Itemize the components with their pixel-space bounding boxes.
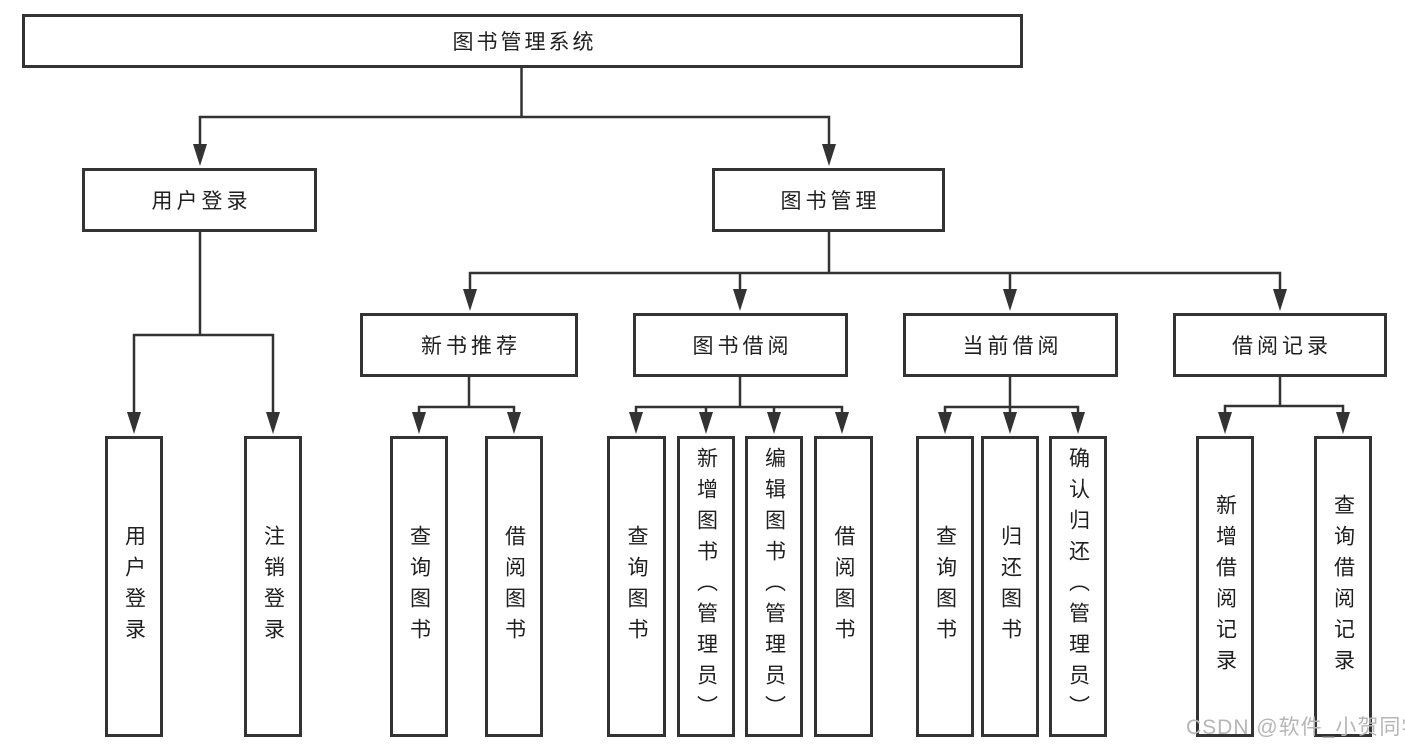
leaf-records-add-borrow-record: 新增借阅记录: [1196, 436, 1254, 737]
leaf-borrowing-borrow-books: 借阅图书: [814, 436, 873, 737]
node-library-system-label: 图书管理系统: [452, 31, 597, 54]
node-user-login: 用户登录: [82, 168, 317, 232]
node-new-book-recommendation-label: 新书推荐: [421, 335, 521, 358]
leaf-current-query-books: 查询图书: [916, 436, 974, 737]
leaf-recommend-query-books-label: 查询图书: [407, 524, 431, 649]
leaf-current-confirm-return-admin-label: 确认归还（管理员）: [1066, 447, 1090, 726]
node-book-management-label: 图书管理: [780, 190, 881, 213]
leaf-borrowing-query-books: 查询图书: [607, 436, 666, 737]
leaf-current-confirm-return-admin: 确认归还（管理员）: [1049, 436, 1107, 737]
leaf-user-login-label: 用户登录: [122, 524, 146, 649]
leaf-records-add-borrow-record-label: 新增借阅记录: [1213, 493, 1237, 680]
node-user-login-label: 用户登录: [151, 190, 252, 213]
node-library-system: 图书管理系统: [22, 14, 1023, 68]
leaf-user-login: 用户登录: [105, 436, 163, 737]
node-current-borrowing-label: 当前借阅: [962, 335, 1063, 358]
leaf-recommend-query-books: 查询图书: [390, 436, 448, 737]
leaf-borrowing-add-books-admin-label: 新增图书（管理员）: [694, 447, 718, 726]
leaf-borrowing-add-books-admin: 新增图书（管理员）: [677, 436, 735, 737]
node-book-management: 图书管理: [712, 168, 945, 232]
leaf-current-return-books-label: 归还图书: [998, 524, 1022, 649]
leaf-records-query-borrow-record-label: 查询借阅记录: [1331, 493, 1355, 680]
leaf-recommend-borrow-books: 借阅图书: [485, 436, 543, 737]
leaf-borrowing-edit-books-admin-label: 编辑图书（管理员）: [762, 447, 786, 726]
leaf-logout: 注销登录: [244, 436, 302, 737]
leaf-recommend-borrow-books-label: 借阅图书: [502, 524, 526, 649]
leaf-logout-label: 注销登录: [261, 524, 285, 649]
leaf-current-return-books: 归还图书: [981, 436, 1039, 737]
node-book-borrowing-label: 图书借阅: [692, 335, 793, 358]
leaf-borrowing-query-books-label: 查询图书: [625, 524, 648, 649]
node-new-book-recommendation: 新书推荐: [360, 313, 578, 377]
node-borrowing-records: 借阅记录: [1173, 313, 1387, 377]
leaf-current-query-books-label: 查询图书: [933, 524, 957, 649]
node-current-borrowing: 当前借阅: [903, 313, 1118, 377]
node-book-borrowing: 图书借阅: [633, 313, 848, 377]
leaf-borrowing-edit-books-admin: 编辑图书（管理员）: [745, 436, 803, 737]
leaf-records-query-borrow-record: 查询借阅记录: [1314, 436, 1372, 737]
csdn-watermark: CSDN @软件_小贺同学: [1186, 716, 1405, 739]
leaf-borrowing-borrow-books-label: 借阅图书: [832, 524, 855, 649]
node-borrowing-records-label: 借阅记录: [1232, 335, 1332, 358]
